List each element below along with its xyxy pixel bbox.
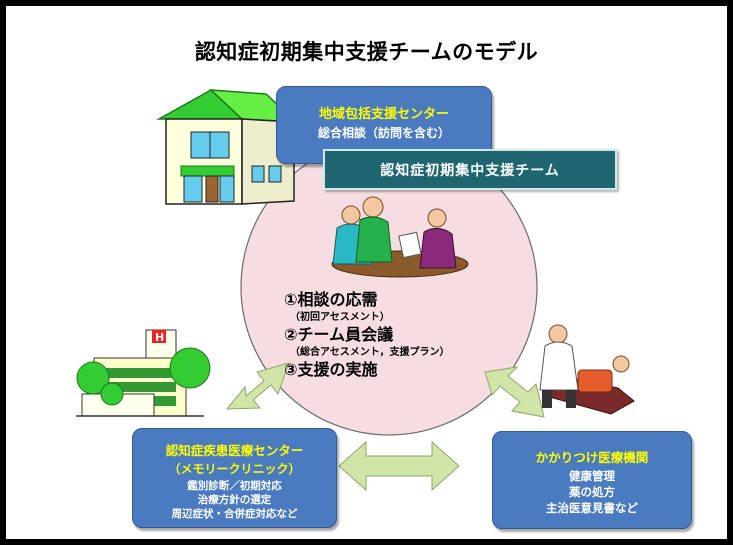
step-1-sub: （初回アセスメント）: [290, 312, 390, 323]
dementia-medical-center-box: 認知症疾患医療センター （メモリークリニック） 鑑別診断／初期対応 治療方針の選…: [132, 428, 337, 528]
svg-text:H: H: [155, 331, 164, 344]
memory-center-line-2: 治療方針の選定: [197, 494, 272, 506]
step-2-sub: （総合アセスメント，支援プラン）: [290, 347, 450, 358]
memory-center-line-3: 周辺症状・合併症対応など: [171, 508, 298, 520]
double-arrow-left: [225, 362, 290, 410]
consultation-people-icon: [331, 196, 469, 278]
hospital-icon: H: [76, 329, 211, 417]
step-1-label: ①相談の応需: [284, 290, 378, 309]
step-3-label: ③支援の実施: [284, 360, 378, 379]
team-banner: 認知症初期集中支援チーム: [323, 149, 617, 190]
family-doctor-line-3: 主治医意見書など: [546, 501, 638, 515]
family-doctor-line-2: 薬の処方: [569, 485, 615, 499]
double-arrow-right: [484, 366, 545, 418]
slide: H 認知症初期集中支援チームのモデル 地域包括支援センター 総合相談（訪問を含む…: [6, 6, 727, 539]
center-name: 地域包括支援センター: [318, 107, 449, 122]
family-doctor-box: かかりつけ医療機関 健康管理 薬の処方 主治医意見書など: [492, 431, 692, 529]
double-arrow-bottom: [338, 440, 460, 492]
step-2-label: ②チーム員会議: [284, 325, 394, 344]
doctor-patient-icon: [539, 324, 635, 415]
center-detail: 総合相談（訪問を含む）: [317, 126, 450, 140]
memory-center-line-1: 鑑別診断／初期対応: [187, 480, 282, 492]
support-steps: ①相談の応需 （初回アセスメント） ②チーム員会議 （総合アセスメント，支援プラ…: [284, 290, 514, 380]
memory-center-name: 認知症疾患医療センター: [165, 443, 304, 458]
memory-center-subtitle: （メモリークリニック）: [168, 462, 301, 476]
family-doctor-line-1: 健康管理: [569, 469, 615, 483]
diagram-title: 認知症初期集中支援チームのモデル: [194, 40, 539, 64]
family-doctor-name: かかりつけ医療機関: [535, 450, 649, 465]
